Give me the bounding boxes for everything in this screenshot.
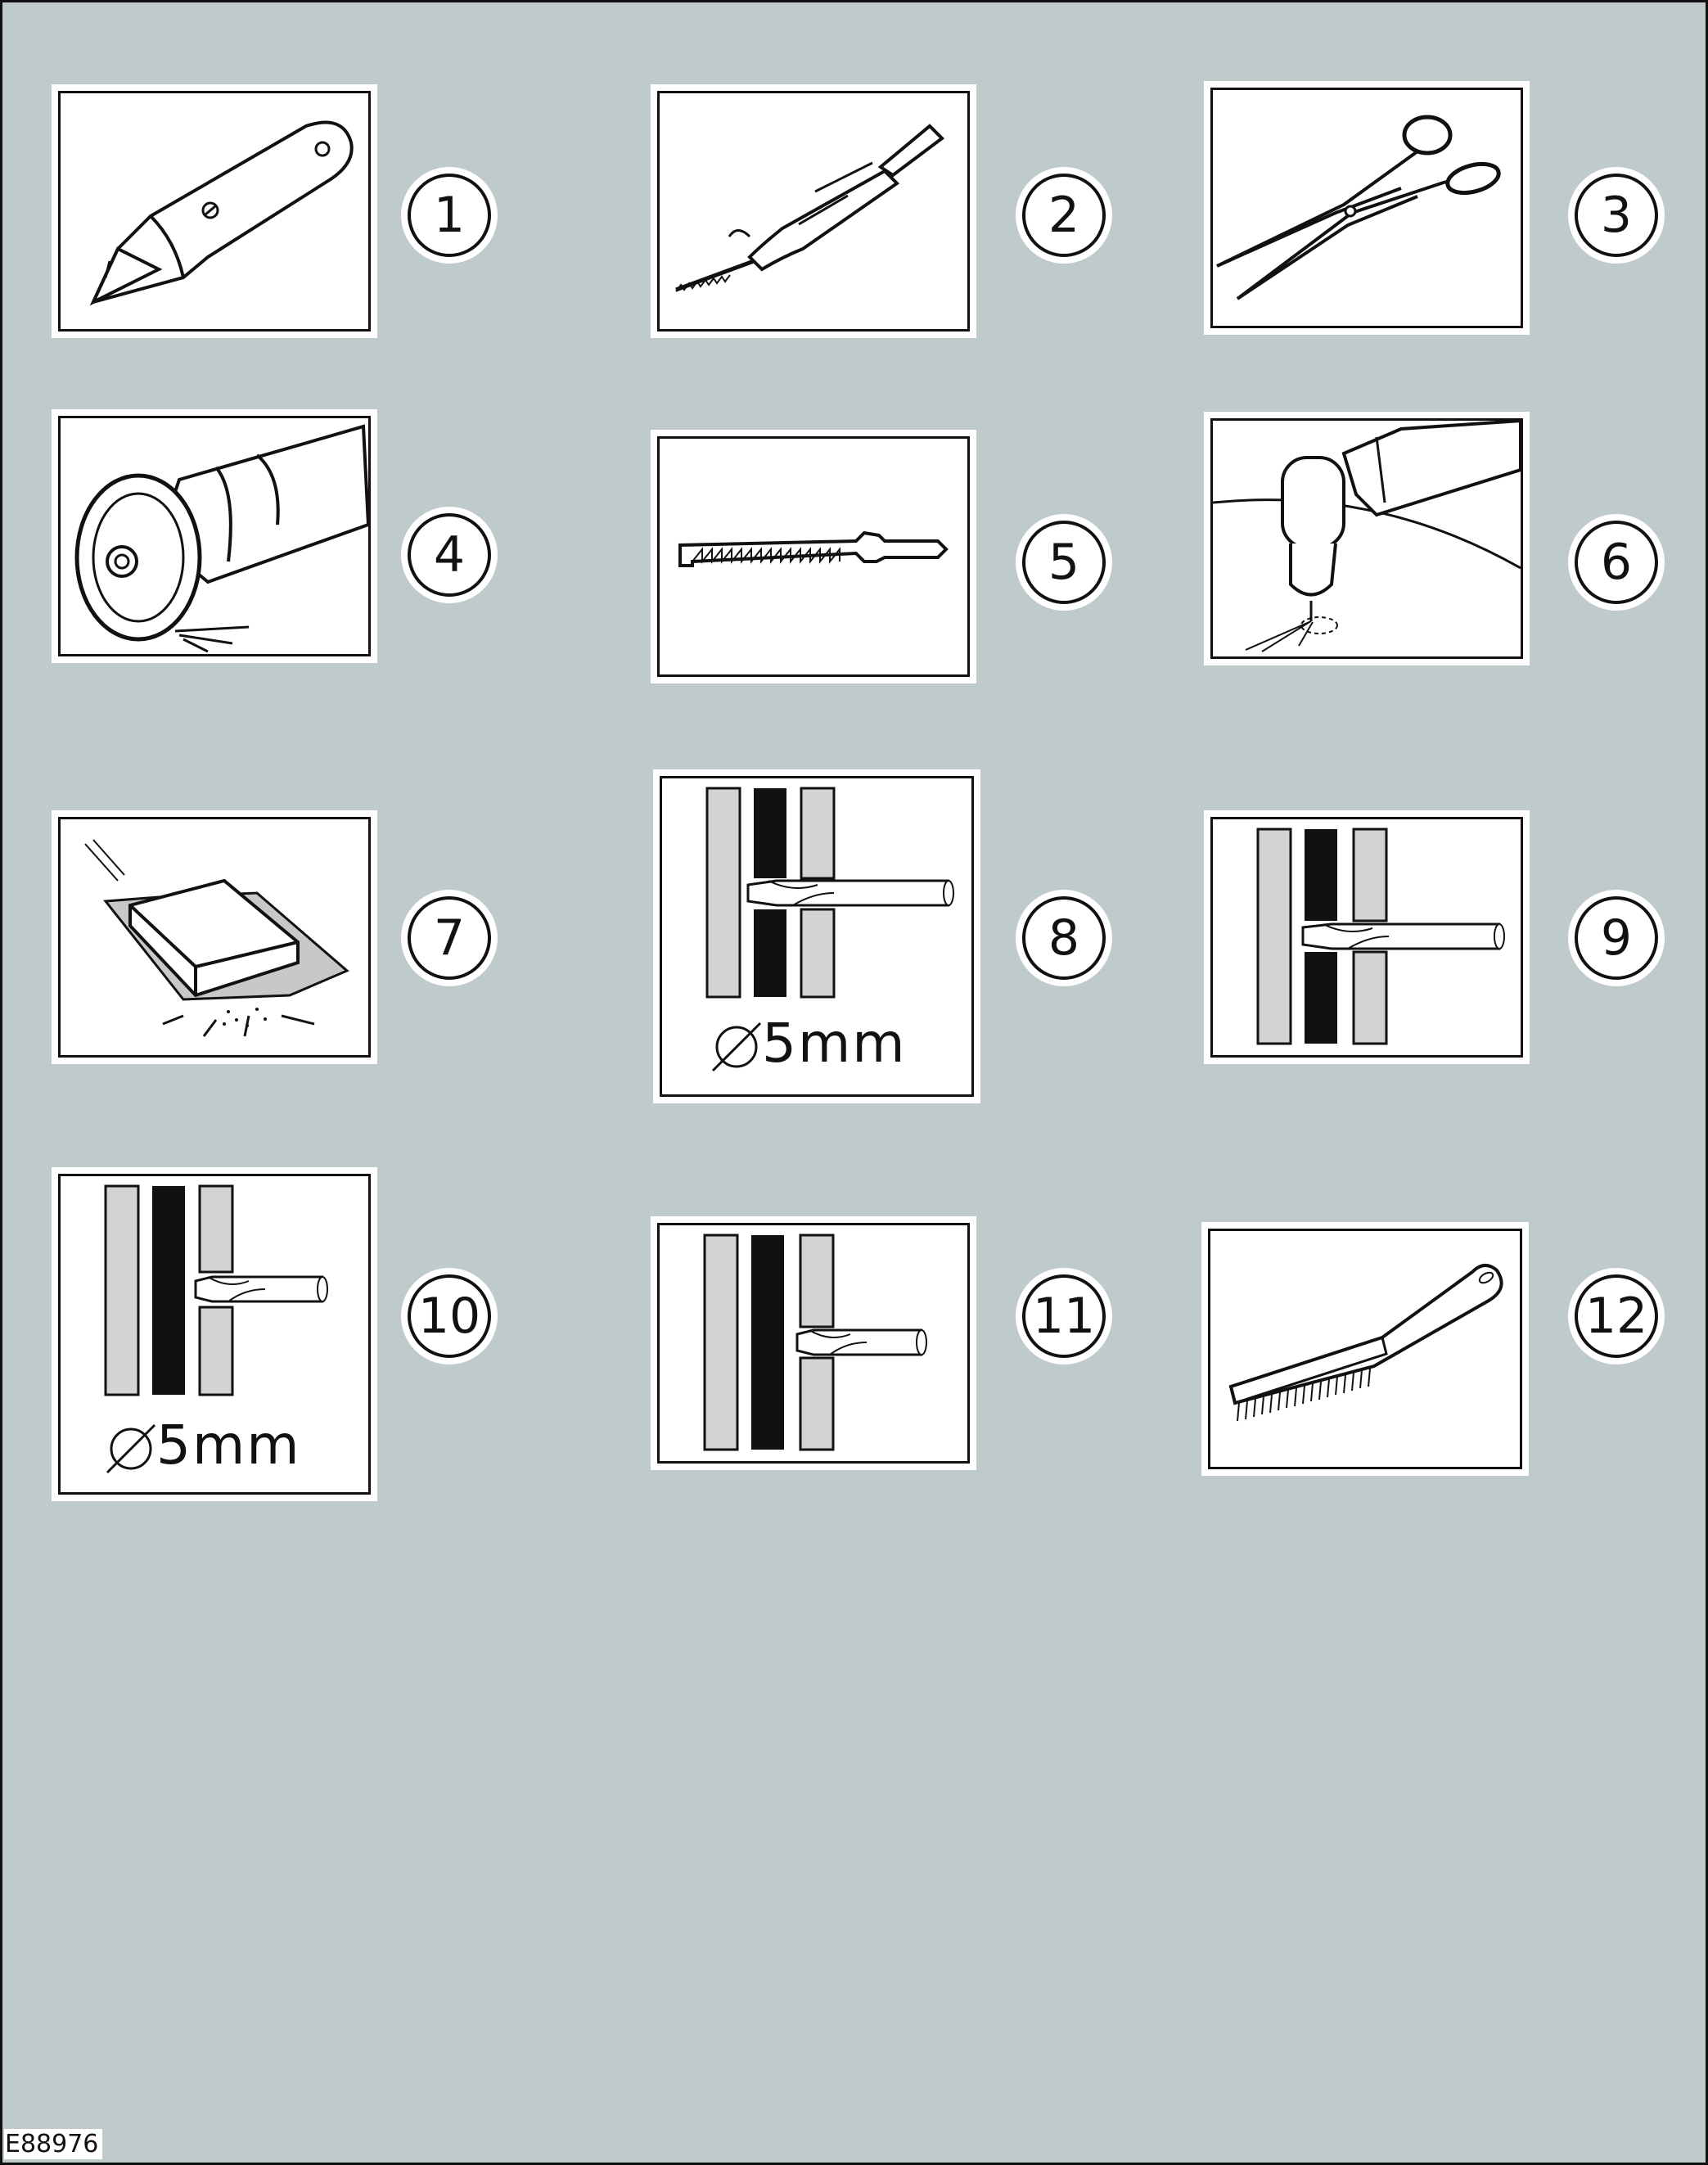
- saw-blade-icon: [657, 436, 970, 677]
- number-badge-1: 1: [401, 167, 498, 264]
- number-badge-8: 8: [1016, 890, 1112, 986]
- badge-number: 5: [1048, 534, 1080, 591]
- badge-number: 8: [1048, 909, 1080, 967]
- panel-6: [1204, 412, 1530, 665]
- badge-number: 7: [433, 909, 466, 967]
- spot-weld-cutter-icon: [1210, 418, 1523, 659]
- badge-number: 10: [417, 1288, 481, 1345]
- number-badge-4: 4: [401, 507, 498, 603]
- badge-number: 3: [1600, 187, 1633, 244]
- badge-number: 2: [1048, 187, 1080, 244]
- drill-size: 5mm: [156, 1414, 301, 1477]
- panel-2: [651, 84, 976, 338]
- badge-number: 12: [1584, 1288, 1648, 1345]
- badge-number: 4: [433, 526, 466, 584]
- panel-9: [1204, 810, 1530, 1064]
- number-badge-11: 11: [1016, 1268, 1112, 1364]
- panel-11: [651, 1216, 976, 1470]
- drill-panel-icon: [1210, 817, 1523, 1058]
- badge-number: 6: [1600, 534, 1633, 591]
- number-badge-2: 2: [1016, 167, 1112, 264]
- panel-10: 5mm: [52, 1167, 377, 1501]
- badge-number: 1: [433, 187, 466, 244]
- number-badge-7: 7: [401, 890, 498, 986]
- panel-7: [52, 810, 377, 1064]
- number-badge-3: 3: [1568, 167, 1665, 264]
- wire-brush-icon: [1208, 1229, 1522, 1469]
- panel-12: [1201, 1222, 1529, 1476]
- drill-size: 5mm: [762, 1012, 907, 1075]
- number-badge-10: 10: [401, 1268, 498, 1364]
- badge-number: 9: [1600, 909, 1633, 967]
- number-badge-12: 12: [1568, 1268, 1665, 1364]
- diameter-icon: [106, 1423, 156, 1474]
- badge-number: 11: [1032, 1288, 1096, 1345]
- air-saw-icon: [657, 91, 970, 332]
- diameter-label: 5mm: [106, 1414, 301, 1477]
- scissors-icon: [1210, 88, 1523, 328]
- number-badge-9: 9: [1568, 890, 1665, 986]
- figure-id: E88976: [4, 2129, 103, 2159]
- sanding-block-icon: [58, 817, 371, 1058]
- drill-panel-icon: 5mm: [58, 1174, 371, 1495]
- panel-3: [1204, 81, 1530, 335]
- diameter-icon: [711, 1022, 762, 1072]
- drill-panel-icon: [657, 1223, 970, 1464]
- utility-knife-icon: [58, 91, 371, 332]
- panel-5: [651, 430, 976, 683]
- panel-1: [52, 84, 377, 338]
- number-badge-6: 6: [1568, 514, 1665, 611]
- panel-4: [52, 409, 377, 663]
- drill-panel-icon: 5mm: [660, 776, 974, 1097]
- number-badge-5: 5: [1016, 514, 1112, 611]
- diameter-label: 5mm: [711, 1012, 907, 1075]
- angle-grinder-icon: [58, 416, 371, 656]
- panel-8: 5mm: [653, 769, 980, 1103]
